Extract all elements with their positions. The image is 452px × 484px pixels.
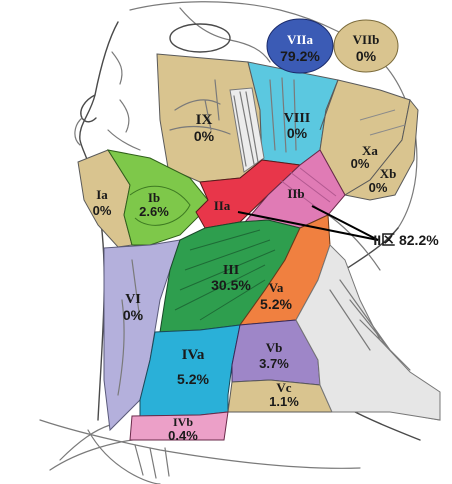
label-IX: IX: [196, 112, 213, 128]
pct-IX: 0%: [194, 128, 215, 144]
pct-VIIa: 79.2%: [280, 48, 320, 64]
label-VIIa: VIIa: [287, 32, 314, 47]
label-VIII: VIII: [284, 111, 310, 126]
label-IVb: IVb: [173, 415, 193, 429]
pct-Ia: 0%: [93, 203, 112, 218]
label-IIb: IIb: [287, 186, 304, 201]
label-IIa: IIa: [214, 198, 231, 213]
label-IVa: IVa: [182, 347, 205, 363]
pct-III: 30.5%: [211, 277, 251, 293]
label-Va: Va: [269, 280, 284, 295]
pct-Vc: 1.1%: [269, 394, 299, 409]
label-Vb: Vb: [266, 340, 283, 355]
pct-VI: 0%: [123, 307, 144, 323]
pct-Xa: 0%: [351, 156, 370, 171]
pct-IVb: 0.4%: [168, 428, 198, 443]
label-III: III: [223, 263, 239, 278]
pct-Va: 5.2%: [260, 296, 292, 312]
label-Xb: Xb: [380, 166, 397, 181]
label-VIIb: VIIb: [353, 32, 380, 47]
pct-Vb: 3.7%: [259, 356, 289, 371]
pct-VIII: 0%: [287, 125, 308, 141]
label-Ia: Ia: [96, 187, 108, 202]
pct-VIIb: 0%: [356, 48, 377, 64]
callout-label: II区 82.2%: [373, 232, 439, 248]
label-VI: VI: [125, 292, 141, 307]
label-Ib: Ib: [148, 190, 160, 205]
pct-Xb: 0%: [369, 180, 388, 195]
pct-IVa: 5.2%: [177, 371, 209, 387]
label-Vc: Vc: [276, 380, 291, 395]
pct-Ib: 2.6%: [139, 204, 169, 219]
